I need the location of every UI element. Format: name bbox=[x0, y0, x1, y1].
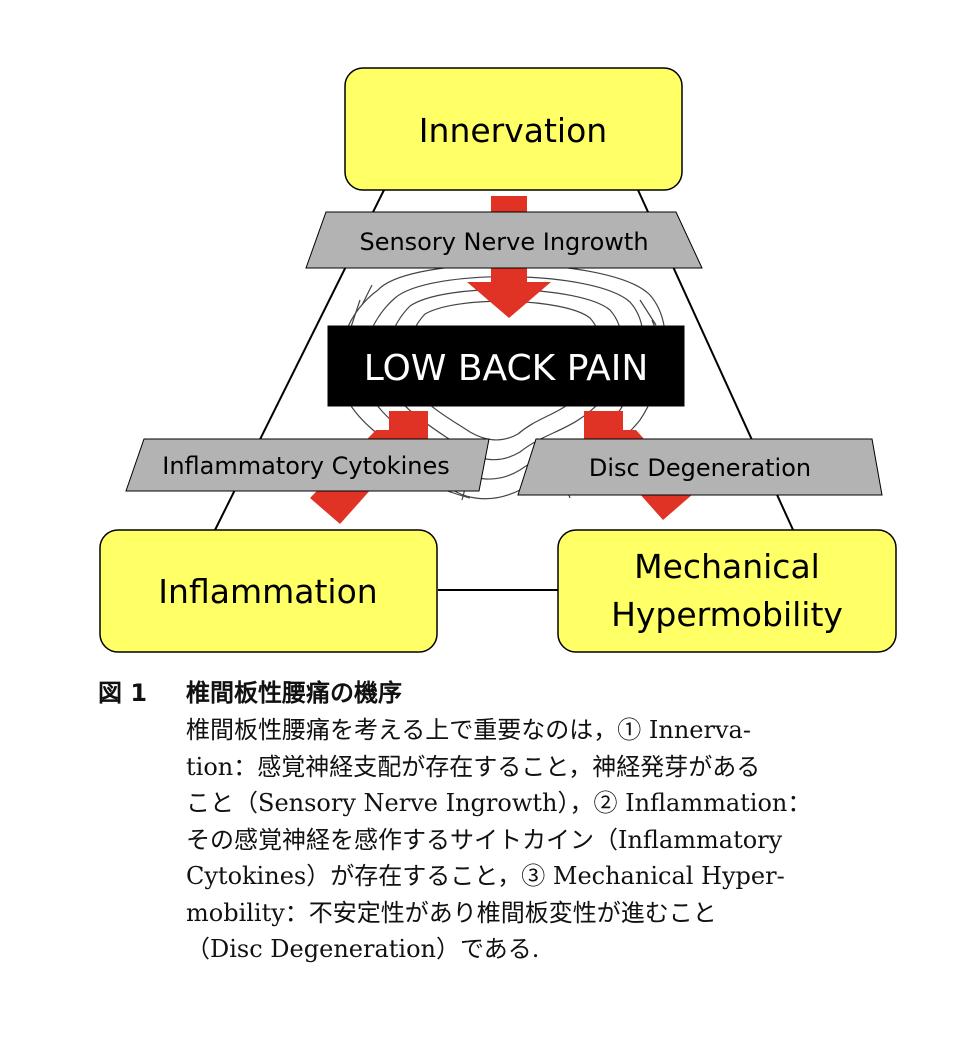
node-inflammation: Inflammation bbox=[99, 529, 438, 653]
caption-line: mobility：不安定性があり椎間板変性が進むこと bbox=[186, 898, 717, 927]
node-mechanical-label: Mechanical bbox=[634, 547, 820, 586]
caption-line: （Disc Degeneration）である. bbox=[186, 935, 540, 963]
node-mechanical-hypermobility: Mechanical Hypermobility bbox=[557, 529, 897, 653]
center-low-back-pain: LOW BACK PAIN bbox=[327, 325, 685, 407]
band-cytokines-label: Inflammatory Cytokines bbox=[162, 452, 449, 480]
node-innervation-label: Innervation bbox=[419, 111, 607, 150]
band-sensory-label: Sensory Nerve Ingrowth bbox=[359, 228, 648, 256]
caption-body: 椎間板性腰痛を考える上で重要なのは，① Innerva- tion：感覚神経支配… bbox=[186, 712, 918, 968]
band-sensory: Sensory Nerve Ingrowth bbox=[305, 211, 703, 269]
band-degeneration: Disc Degeneration bbox=[517, 438, 883, 496]
band-cytokines: Inflammatory Cytokines bbox=[125, 438, 490, 492]
caption-line: その感覚神経を感作するサイトカイン（Inflammatory bbox=[186, 825, 783, 854]
band-degeneration-label: Disc Degeneration bbox=[589, 454, 811, 482]
caption-line: Cytokines）が存在すること，③ Mechanical Hyper- bbox=[186, 862, 785, 890]
node-innervation: Innervation bbox=[344, 67, 683, 191]
figure-title: 椎間板性腰痛の機序 bbox=[186, 679, 402, 707]
center-label: LOW BACK PAIN bbox=[364, 348, 649, 389]
node-inflammation-label: Inflammation bbox=[158, 572, 377, 611]
node-hypermobility-label: Hypermobility bbox=[611, 595, 843, 634]
caption-line: こと（Sensory Nerve Ingrowth），② Inflammatio… bbox=[186, 789, 812, 817]
caption-line: tion：感覚神経支配が存在すること，神経発芽がある bbox=[186, 752, 761, 781]
caption-line: 椎間板性腰痛を考える上で重要なのは，① Innerva- bbox=[186, 716, 751, 744]
caption-title: 図 1 椎間板性腰痛の機序 bbox=[98, 678, 918, 708]
figure-label: 図 1 bbox=[98, 679, 148, 707]
low-back-pain-diagram: Sensory Nerve Ingrowth Inflammatory Cyto… bbox=[99, 67, 897, 653]
figure-caption: 図 1 椎間板性腰痛の機序 椎間板性腰痛を考える上で重要なのは，① Innerva… bbox=[98, 678, 918, 968]
